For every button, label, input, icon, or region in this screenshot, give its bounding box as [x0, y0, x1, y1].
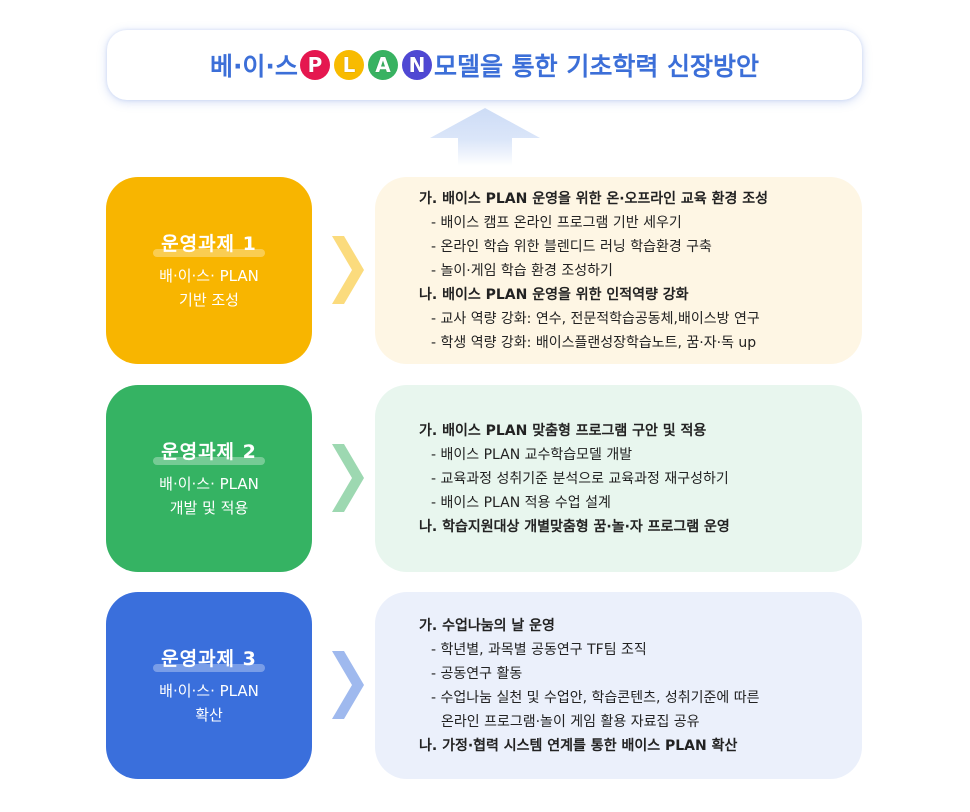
task-box-2: 운영과제 2 배·이·스· PLAN 개발 및 적용: [106, 385, 312, 572]
title-prefix: 베·이·스: [209, 52, 298, 81]
task-box-3: 운영과제 3 배·이·스· PLAN 확산: [106, 592, 312, 779]
detail-item: - 온라인 학습 위한 블렌디드 러닝 학습환경 구축: [431, 238, 712, 255]
task-subtitle-2: 개발 및 적용: [169, 499, 249, 517]
detail-item: - 교사 역량 강화: 연수, 전문적학습공동체,배이스방 연구: [431, 310, 760, 327]
detail-item-continued: 온라인 프로그램·놀이 게임 활용 자료집 공유: [441, 713, 700, 730]
task-subtitle-2: 기반 조성: [179, 291, 239, 309]
plan-badge-n: N: [401, 50, 432, 80]
detail-heading: 가. 배이스 PLAN 운영을 위한 온·오프라인 교육 환경 조성: [419, 190, 768, 207]
detail-box-1: 가. 배이스 PLAN 운영을 위한 온·오프라인 교육 환경 조성 - 배이스…: [375, 177, 862, 364]
task-heading: 운영과제 1: [153, 229, 265, 257]
detail-heading: 나. 배이스 PLAN 운영을 위한 인적역량 강화: [419, 286, 689, 303]
up-arrow-icon: [430, 108, 540, 166]
detail-item: - 학생 역량 강화: 배이스플랜성장학습노트, 꿈·자·독 up: [431, 334, 757, 351]
detail-item: - 공동연구 활동: [431, 665, 523, 682]
plan-badge-p: P: [299, 50, 330, 80]
task-heading-text: 운영과제 2: [161, 441, 257, 463]
detail-heading: 나. 학습지원대상 개별맞춤형 꿈·놀·자 프로그램 운영: [419, 518, 730, 535]
chevron-right-icon: [332, 236, 364, 304]
plan-badges: P L A N: [299, 50, 432, 80]
chevron-right-icon: [332, 651, 364, 719]
task-subtitle-1: 배·이·스· PLAN: [159, 682, 259, 700]
task-heading-text: 운영과제 1: [161, 233, 257, 255]
detail-item: - 배이스 캠프 온라인 프로그램 기반 세우기: [431, 214, 682, 231]
detail-heading: 나. 가정·협력 시스템 연계를 통한 배이스 PLAN 확산: [419, 737, 738, 754]
task-heading: 운영과제 3: [153, 644, 265, 672]
detail-item: - 놀이·게임 학습 환경 조성하기: [431, 262, 613, 279]
plan-badge-l: L: [333, 50, 364, 80]
task-box-1: 운영과제 1 배·이·스· PLAN 기반 조성: [106, 177, 312, 364]
title-banner: 베·이·스 P L A N 모델을 통한 기초학력 신장방안: [107, 30, 862, 100]
detail-box-3: 가. 수업나눔의 날 운영 - 학년별, 과목별 공동연구 TF팀 조직 - 공…: [375, 592, 862, 779]
plan-badge-a: A: [367, 50, 398, 80]
task-heading-text: 운영과제 3: [161, 648, 257, 670]
detail-box-2: 가. 배이스 PLAN 맞춤형 프로그램 구안 및 적용 - 배이스 PLAN …: [375, 385, 862, 572]
task-subtitle-2: 확산: [195, 706, 223, 724]
task-heading: 운영과제 2: [153, 437, 265, 465]
detail-heading: 가. 수업나눔의 날 운영: [419, 617, 555, 634]
detail-heading: 가. 배이스 PLAN 맞춤형 프로그램 구안 및 적용: [419, 422, 707, 439]
detail-item: - 배이스 PLAN 교수학습모델 개발: [431, 446, 633, 463]
task-subtitle-1: 배·이·스· PLAN: [159, 475, 259, 493]
chevron-right-icon: [332, 444, 364, 512]
detail-item: - 교육과정 성취기준 분석으로 교육과정 재구성하기: [431, 470, 729, 487]
detail-item: - 학년별, 과목별 공동연구 TF팀 조직: [431, 641, 647, 658]
detail-item: - 수업나눔 실천 및 수업안, 학습콘텐츠, 성취기준에 따른: [431, 689, 760, 706]
title: 베·이·스 P L A N 모델을 통한 기초학력 신장방안: [210, 47, 759, 83]
task-subtitle-1: 배·이·스· PLAN: [159, 267, 259, 285]
title-suffix: 모델을 통한 기초학력 신장방안: [433, 52, 760, 81]
detail-item: - 배이스 PLAN 적용 수업 설계: [431, 494, 611, 511]
